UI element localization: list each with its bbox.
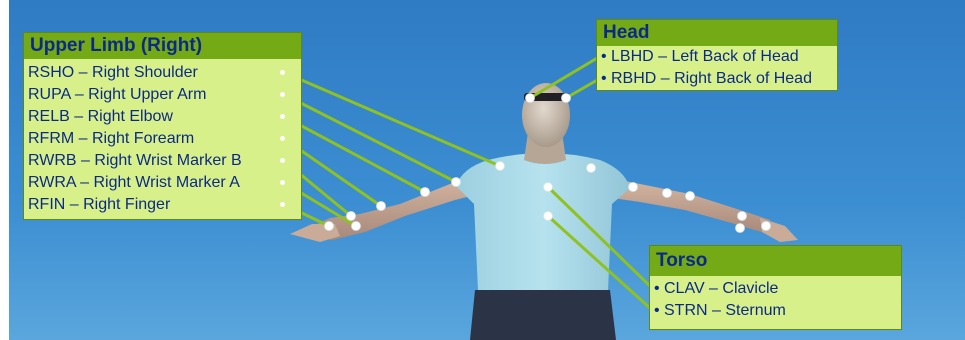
marker-lwra bbox=[736, 224, 745, 233]
bullet-dot bbox=[280, 180, 285, 185]
marker-label: LBHD – Left Back of Head bbox=[611, 48, 799, 65]
marker-lsho bbox=[587, 164, 596, 173]
marker-label: RSHO – Right Shoulder bbox=[28, 64, 198, 81]
list-item-rwrb: RWRB – Right Wrist Marker B bbox=[24, 150, 301, 172]
upper-limb-list: RSHO – Right Shoulder RUPA – Right Upper… bbox=[24, 59, 301, 216]
head-panel: Head •LBHD – Left Back of Head •RBHD – R… bbox=[596, 19, 838, 91]
marker-lbhd bbox=[526, 94, 535, 103]
bullet-dot bbox=[280, 158, 285, 163]
bullet-icon: • bbox=[654, 278, 664, 300]
bullet-dot bbox=[280, 92, 285, 97]
marker-label: RWRA – Right Wrist Marker A bbox=[28, 174, 240, 191]
marker-rwra bbox=[352, 222, 361, 231]
left-margin bbox=[0, 0, 9, 340]
marker-rfin bbox=[325, 222, 334, 231]
upper-limb-panel: Upper Limb (Right) RSHO – Right Shoulder… bbox=[23, 32, 302, 220]
list-item-rfin: RFIN – Right Finger bbox=[24, 194, 301, 216]
upper-limb-title: Upper Limb (Right) bbox=[24, 33, 301, 59]
list-item-rsho: RSHO – Right Shoulder bbox=[24, 62, 301, 84]
head-shape bbox=[522, 83, 570, 147]
bullet-icon: • bbox=[654, 300, 664, 322]
marker-label: RFIN – Right Finger bbox=[28, 196, 170, 213]
bullet-dot bbox=[280, 202, 285, 207]
list-item-rfrm: RFRM – Right Forearm bbox=[24, 128, 301, 150]
bullet-icon: • bbox=[601, 68, 611, 90]
marker-label: RFRM – Right Forearm bbox=[28, 130, 194, 147]
marker-relb bbox=[421, 188, 430, 197]
bullet-icon: • bbox=[601, 46, 611, 68]
list-item-strn: •STRN – Sternum bbox=[650, 300, 901, 322]
torso-title: Torso bbox=[650, 246, 901, 276]
list-item-rupa: RUPA – Right Upper Arm bbox=[24, 84, 301, 106]
marker-rsho bbox=[496, 162, 505, 171]
marker-rbhd bbox=[562, 94, 571, 103]
marker-rwrb bbox=[347, 212, 356, 221]
head-title: Head bbox=[597, 20, 837, 46]
torso-list: •CLAV – Clavicle •STRN – Sternum bbox=[650, 276, 901, 322]
marker-lfin bbox=[762, 222, 771, 231]
bullet-dot bbox=[280, 70, 285, 75]
pants bbox=[470, 290, 616, 340]
marker-label: RBHD – Right Back of Head bbox=[611, 70, 812, 87]
marker-label: RWRB – Right Wrist Marker B bbox=[28, 152, 242, 169]
list-item-rbhd: •RBHD – Right Back of Head bbox=[597, 68, 837, 90]
marker-rupa bbox=[452, 178, 461, 187]
marker-label: RUPA – Right Upper Arm bbox=[28, 86, 206, 103]
list-item-relb: RELB – Right Elbow bbox=[24, 106, 301, 128]
marker-lupa bbox=[629, 183, 638, 192]
list-item-clav: •CLAV – Clavicle bbox=[650, 278, 901, 300]
list-item-rwra: RWRA – Right Wrist Marker A bbox=[24, 172, 301, 194]
marker-lwrb bbox=[738, 212, 747, 221]
marker-lfrm bbox=[686, 192, 695, 201]
list-item-lbhd: •LBHD – Left Back of Head bbox=[597, 46, 837, 68]
bullet-dot bbox=[280, 114, 285, 119]
shirt bbox=[456, 153, 630, 290]
marker-rfrm bbox=[377, 202, 386, 211]
marker-strn bbox=[544, 212, 553, 221]
marker-label: RELB – Right Elbow bbox=[28, 108, 173, 125]
marker-label: STRN – Sternum bbox=[664, 302, 786, 319]
head-list: •LBHD – Left Back of Head •RBHD – Right … bbox=[597, 46, 837, 90]
marker-label: CLAV – Clavicle bbox=[664, 280, 778, 297]
marker-clav bbox=[544, 183, 553, 192]
marker-lelb bbox=[663, 189, 672, 198]
torso-panel: Torso •CLAV – Clavicle •STRN – Sternum bbox=[649, 245, 902, 330]
bullet-dot bbox=[280, 136, 285, 141]
